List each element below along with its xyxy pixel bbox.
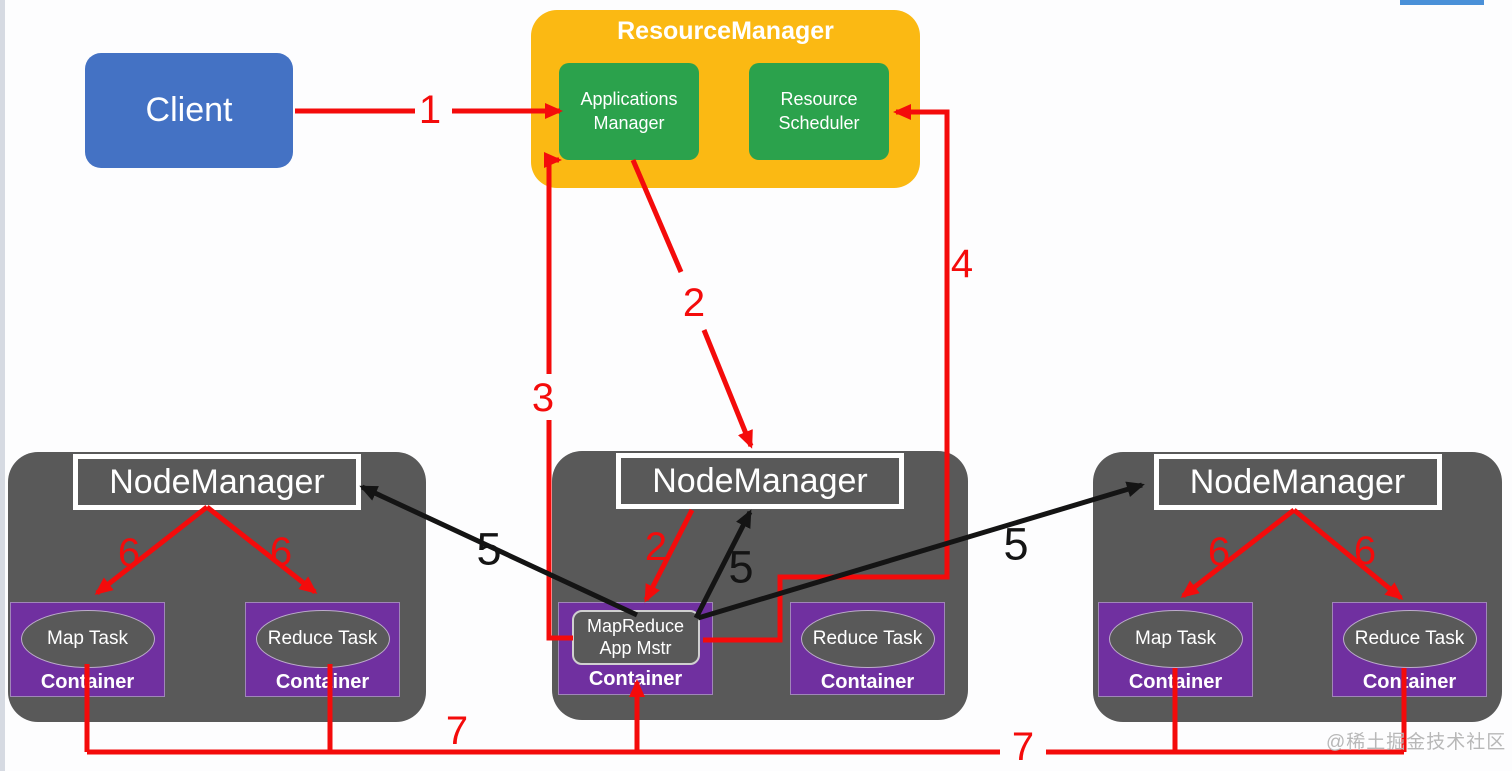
container-box: Reduce Task Container <box>790 602 945 695</box>
container-box: Map Task Container <box>1098 602 1253 697</box>
step-label-5-right: 5 <box>1003 518 1029 570</box>
map-task-ellipse: Map Task <box>20 610 155 668</box>
step-label-6-right-map: 6 <box>1207 530 1231 574</box>
resource-manager-title: ResourceManager <box>617 17 834 45</box>
arrow-2-rm-to-nodemanager <box>701 329 754 449</box>
arrow-3-app-master-to-applications-manager <box>544 152 562 374</box>
container-label: Container <box>588 668 683 690</box>
step-label-2a: 2 <box>682 281 706 325</box>
watermark: @稀土掘金技术社区 <box>1326 732 1507 753</box>
container-label: Container <box>40 671 135 693</box>
container-box: Map Task Container <box>10 602 165 697</box>
resource-manager-box: ResourceManager Applications Manager Res… <box>531 10 920 188</box>
container-box: Reduce Task Container <box>1332 602 1487 697</box>
container-label: Container <box>820 671 915 693</box>
node-manager-title: NodeManager <box>73 454 361 510</box>
client-label: Client <box>145 91 233 129</box>
step-label-2b: 2 <box>644 525 668 569</box>
step-label-7-left: 7 <box>445 709 469 753</box>
step-label-6-right-reduce: 6 <box>1353 529 1377 573</box>
applications-manager-box: Applications Manager <box>559 63 699 160</box>
container-label: Container <box>1128 671 1223 693</box>
step-label-5-middle: 5 <box>728 541 754 593</box>
node-manager-left: NodeManager Map Task Container Reduce Ta… <box>8 452 426 722</box>
applications-manager-label: Applications Manager <box>580 89 678 133</box>
reduce-task-ellipse: Reduce Task <box>1342 610 1477 668</box>
reduce-task-ellipse: Reduce Task <box>800 610 935 668</box>
left-edge-strip <box>0 0 5 771</box>
step-label-5-left: 5 <box>476 523 502 575</box>
step-label-1: 1 <box>418 88 442 132</box>
node-manager-middle: NodeManager MapReduce App Mstr Container… <box>552 451 968 720</box>
node-manager-title: NodeManager <box>1153 454 1442 510</box>
node-manager-right: NodeManager Map Task Container Reduce Ta… <box>1093 452 1502 722</box>
container-label: Container <box>1362 671 1457 693</box>
map-task-ellipse: Map Task <box>1108 610 1243 668</box>
reduce-task-ellipse: Reduce Task <box>255 610 390 668</box>
step-label-3: 3 <box>531 376 555 420</box>
node-manager-title: NodeManager <box>616 453 904 509</box>
step-label-4: 4 <box>950 242 974 286</box>
resource-scheduler-box: Resource Scheduler <box>749 63 889 160</box>
top-progress-bar <box>1400 0 1484 5</box>
step-label-6-left-reduce: 6 <box>269 530 293 574</box>
container-label: Container <box>275 671 370 693</box>
resource-scheduler-label: Resource Scheduler <box>778 89 860 133</box>
container-box: Reduce Task Container <box>245 602 400 697</box>
client-box: Client <box>85 53 293 168</box>
step-label-6-left-map: 6 <box>117 531 141 575</box>
container-box: MapReduce App Mstr Container <box>558 602 713 695</box>
mapreduce-app-master-box: MapReduce App Mstr <box>571 610 700 665</box>
step-label-7-right: 7 <box>1011 725 1035 769</box>
